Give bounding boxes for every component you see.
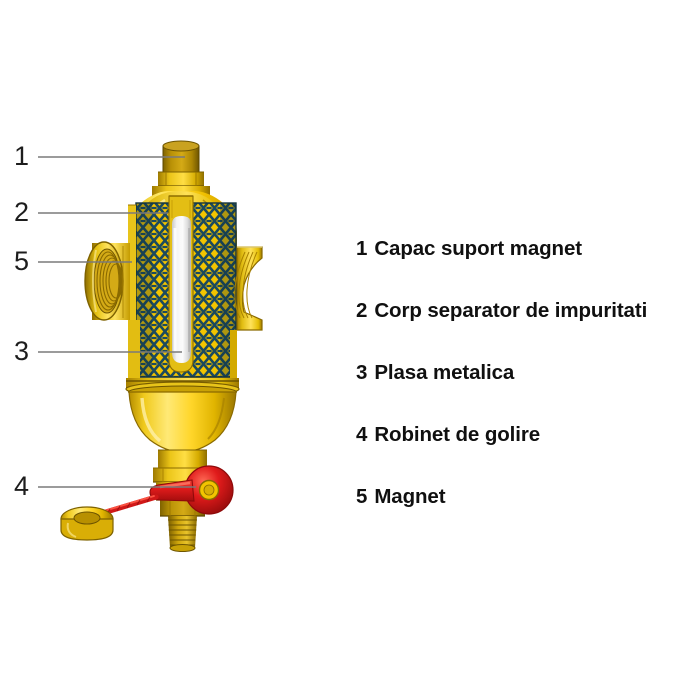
protective-cap-group [60, 506, 114, 541]
magnet-support-cap [163, 146, 199, 172]
separator-body-group [84, 191, 263, 380]
threaded-outlet [168, 516, 197, 548]
legend-item-4-label: Robinet de golire [374, 423, 541, 446]
legend-item-3-label: Plasa metalica [374, 361, 515, 384]
drain-assembly-group [60, 449, 234, 552]
legend-item-5-number: 5 [356, 485, 368, 508]
callout-number-1: 1 [14, 141, 30, 171]
magnet-support-cap-group [152, 140, 210, 197]
legend-item-2-number: 2 [356, 299, 368, 322]
legend-item-4-number: 4 [356, 423, 368, 446]
magnet-group [168, 195, 194, 373]
sediment-bowl-group [128, 391, 237, 453]
callout-number-5: 5 [14, 246, 30, 276]
legend-item-4: 4 Robinet de golire [356, 422, 696, 484]
legend-item-1-number: 1 [356, 237, 368, 260]
legend-item-2: 2 Corp separator de impuritati [356, 298, 696, 360]
callout-number-3: 3 [14, 336, 30, 366]
legend-item-2-label: Corp separator de impuritati [374, 299, 648, 322]
magnet [172, 216, 191, 363]
legend-item-5-label: Magnet [374, 485, 446, 508]
legend-item-1-label: Capac suport magnet [374, 237, 583, 260]
legend-item-3: 3 Plasa metalica [356, 360, 696, 422]
legend-item-3-number: 3 [356, 361, 368, 384]
right-port-group [234, 246, 263, 331]
callout-number-4: 4 [14, 471, 30, 501]
callout-number-2: 2 [14, 197, 30, 227]
legend-item-5: 5 Magnet [356, 484, 696, 546]
legend-list: 1 Capac suport magnet 2 Corp separator de … [356, 236, 696, 546]
left-port-group [84, 241, 130, 321]
drain-valve-lever [149, 479, 195, 502]
legend-item-1: 1 Capac suport magnet [356, 236, 696, 298]
